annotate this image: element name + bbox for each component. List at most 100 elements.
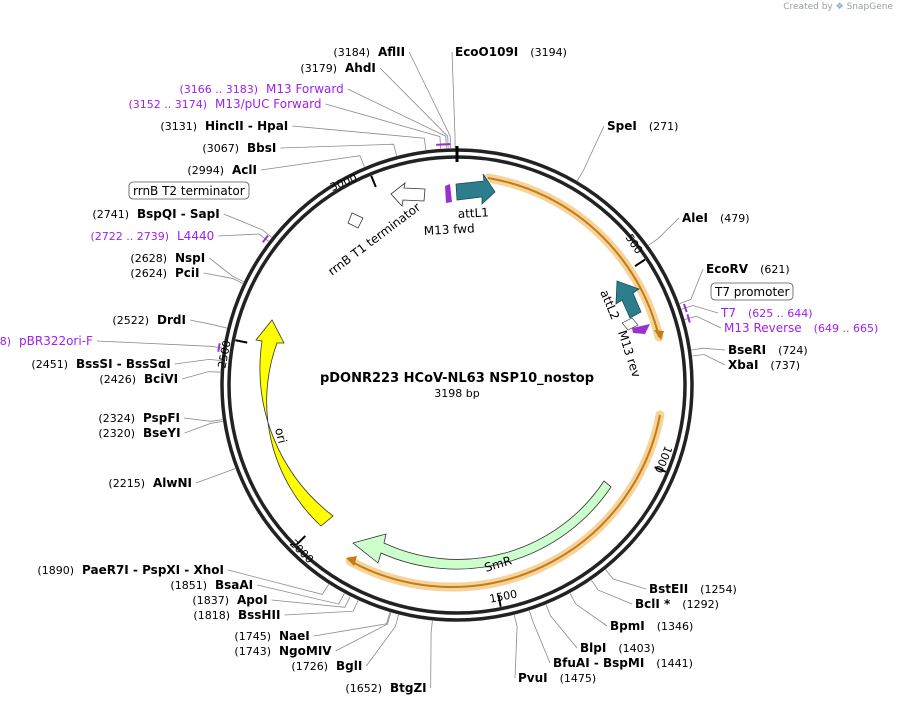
site-bsssi-bsss-i: BssSI - BssSαI(2451) — [31, 357, 170, 371]
l4440-leader — [218, 233, 269, 242]
pspfi-position: (2324) — [98, 412, 135, 425]
bspqi-sapi-leader — [223, 213, 272, 238]
primer-marks — [217, 143, 691, 352]
primer-pbr322ori-f: pBR322ori-F(2469 .. 2488) — [0, 334, 93, 348]
bseri-leader — [691, 347, 726, 351]
m13-rev-marker — [632, 324, 650, 334]
m13-reverse-position: (649 .. 665) — [814, 322, 879, 335]
rrnb-t1-terminator-feature — [390, 182, 426, 207]
snapgene-logo-icon: ❖ — [835, 2, 844, 12]
apoi-leader — [271, 596, 351, 608]
site-bpmi: BpmI(1346) — [610, 619, 693, 633]
naei-position: (1745) — [234, 630, 271, 643]
orf-arrowhead-1 — [654, 330, 664, 340]
apoi-position: (1837) — [192, 594, 229, 607]
ngomiv-leader — [335, 612, 392, 652]
site-labels: AflII(3184)AhdI(3179)EcoO109I(3194)HincI… — [0, 45, 878, 695]
m13-fwd-label: M13 fwd — [423, 221, 475, 238]
acli-leader — [260, 155, 365, 171]
aflii-leader — [408, 51, 451, 149]
bseyi-leader — [184, 421, 223, 434]
drdi-name: DrdI — [157, 313, 186, 327]
plasmid-backbone — [220, 146, 694, 622]
alwni-name: AlwNI — [153, 476, 192, 490]
site-alwni: AlwNI(2215) — [108, 476, 192, 490]
bbsi-leader — [280, 143, 398, 156]
bfuai-bspmi-position: (1441) — [656, 657, 693, 670]
site-bseyi: BseYI(2320) — [98, 426, 180, 440]
acli-position: (2994) — [187, 164, 224, 177]
ori-label: ori — [272, 426, 289, 445]
attl1-label: attL1 — [457, 205, 489, 221]
primer-l4440: L4440(2722 .. 2739) — [90, 229, 214, 243]
site-ngomiv: NgoMIV(1743) — [234, 644, 332, 658]
tick-2000 — [296, 535, 307, 546]
l4440-position: (2722 .. 2739) — [90, 230, 169, 243]
tick-1500 — [497, 594, 502, 607]
bseri-position: (724) — [778, 344, 808, 357]
site-apoi: ApoI (1837) — [192, 593, 267, 607]
bsssi-bsss-i-position: (2451) — [31, 358, 68, 371]
bgli-leader — [366, 614, 399, 667]
ecorv-name: EcoRV — [706, 262, 749, 276]
pcii-name: PciI — [175, 266, 200, 280]
spei-leader — [576, 125, 605, 182]
boxed-label-rrnb-t2: rrnB T2 terminator — [128, 181, 250, 200]
primer-m13-reverse: M13 Reverse(649 .. 665) — [724, 321, 878, 335]
bsteii-leader — [605, 569, 647, 590]
site-bbsi: BbsI(3067) — [202, 141, 276, 155]
site-bseri: BseRI(724) — [728, 343, 808, 357]
tick-label-3000: 3000 — [328, 171, 359, 194]
bseyi-name: BseYI — [143, 426, 181, 440]
blpi-name: BlpI — [580, 641, 606, 655]
bfuai-bspmi-leader — [529, 610, 551, 664]
apoi-name: ApoI — [237, 593, 268, 607]
btgzi-leader — [430, 620, 433, 689]
boxed-label-t7-promoter: T7 promoter — [710, 282, 794, 301]
blpi-position: (1403) — [618, 642, 655, 655]
l4440-binding-mark — [261, 234, 269, 243]
blpi-leader — [545, 604, 578, 649]
ori-feature — [255, 319, 334, 527]
plasmid-name: pDONR223 HCoV-NL63 NSP10_nostop — [320, 371, 594, 386]
bsteii-position: (1254) — [700, 583, 737, 596]
bsaai-leader — [257, 584, 345, 605]
spei-position: (271) — [649, 120, 679, 133]
bcivi-position: (2426) — [99, 373, 136, 386]
bspqi-sapi-name: BspQI - SapI — [137, 207, 220, 221]
pcii-leader — [203, 272, 244, 284]
site-alei: AleI(479) — [682, 211, 750, 225]
ngomiv-name: NgoMIV — [279, 644, 332, 658]
site-drdi: DrdI(2522) — [112, 313, 186, 327]
bcivi-leader — [182, 371, 221, 380]
xbai-name: XbaI — [728, 358, 758, 372]
xbai-position: (737) — [770, 359, 800, 372]
pbr322ori-f-leader — [96, 340, 223, 349]
ecoo109i-leader — [451, 51, 456, 149]
m13-fwd-marker — [445, 184, 452, 203]
hincii-hpai-leader — [292, 125, 427, 151]
bsaai-name: BsaAI — [215, 578, 253, 592]
bcivi-name: BciVI — [144, 372, 178, 386]
hincii-hpai-position: (3131) — [160, 120, 197, 133]
acli-name: AclI — [232, 163, 257, 177]
nspi-leader — [209, 257, 244, 283]
aflii-name: AflII — [378, 45, 405, 59]
smr-feature — [352, 480, 612, 570]
site-btgzi: BtgZI(1652) — [345, 681, 426, 695]
alwni-leader — [195, 468, 236, 484]
orf-highlights — [345, 173, 665, 592]
site-aflii: AflII(3184) — [333, 45, 405, 59]
bpmi-name: BpmI — [610, 619, 645, 633]
bgli-position: (1726) — [291, 660, 328, 673]
hincii-hpai-name: HincII - HpaI — [205, 119, 288, 133]
pbr322ori-f-position: (2469 .. 2488) — [0, 335, 11, 348]
m13-reverse-binding-mark — [686, 314, 691, 323]
tick-3000 — [370, 175, 377, 188]
bcli-leader — [591, 579, 633, 605]
site-ahdi: AhdI(3179) — [300, 61, 375, 75]
pcii-position: (2624) — [130, 267, 167, 280]
site-bfuai-bspmi: BfuAI - BspMI(1441) — [553, 656, 693, 670]
naei-leader — [313, 612, 391, 637]
alei-name: AleI — [682, 211, 708, 225]
